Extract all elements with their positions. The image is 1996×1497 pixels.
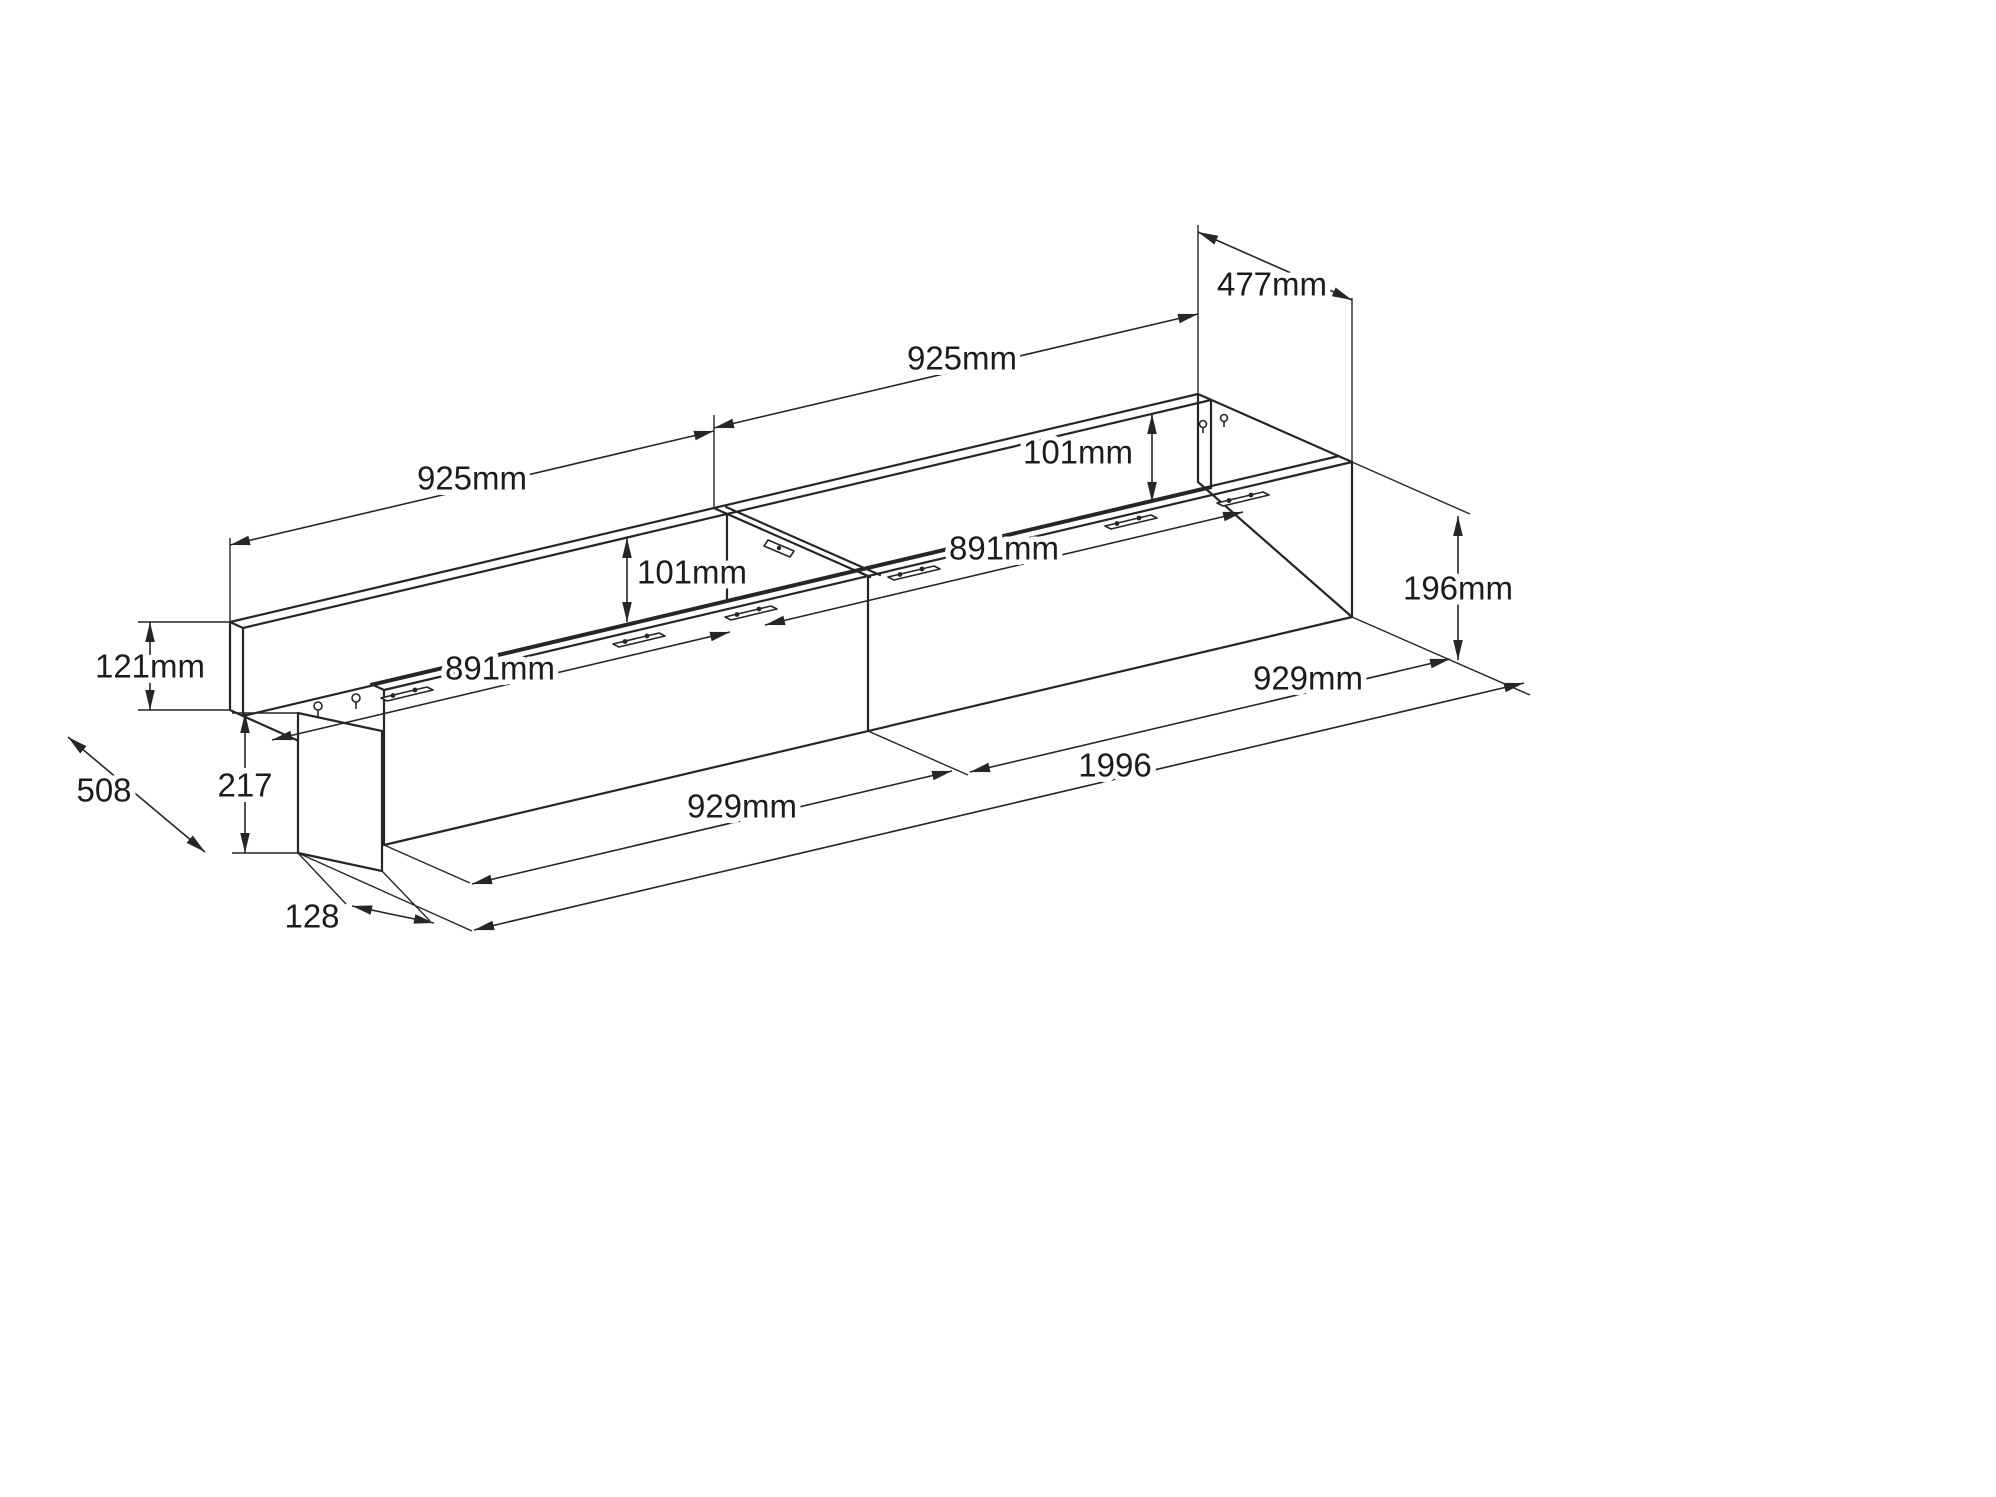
dimension-lines [67,231,1525,931]
screw-hole [644,633,650,639]
dim-line-overall-length [473,682,1525,931]
dim-line-panel-depth [351,905,435,924]
dim-line-front-right [969,658,1451,773]
centre-seam [712,505,882,733]
dim-line-overall-depth [67,736,206,853]
keyhole-fitting [313,701,323,711]
screw-hole [390,693,396,698]
right-end-face [1196,392,1354,619]
dim-line-inner-right [764,511,1244,626]
left-end-face [228,620,245,718]
dim-label-offset-right: 101mm [1023,434,1133,471]
dim-label-overall-depth: 508 [76,772,131,809]
dim-label-depth-right: 477mm [1217,266,1327,303]
dim-line-length-top-left [229,430,715,546]
dim-label-inner-length-left: 891mm [445,650,555,687]
keyhole-fitting [1198,419,1208,429]
dim-line-depth-right [1197,231,1353,301]
keyhole-fitting [351,693,361,703]
screw-hole [622,639,628,644]
dim-label-length-top-right: 925mm [907,340,1017,377]
dim-label-overall-length: 1996 [1078,747,1151,784]
dim-label-end-panel-height: 217 [217,767,272,804]
screw-hole [412,687,418,693]
screw-hole [1248,492,1254,498]
end-panel [296,711,384,873]
dimension-labels: 477mm 925mm 925mm 101mm 101mm 891mm 891m… [71,260,1519,940]
dim-label-end-panel-depth: 128 [284,898,339,935]
screw-hole [1226,498,1232,503]
dim-label-front-height-right: 196mm [1403,570,1513,607]
bracket-plate [1104,514,1158,530]
screw-hole [756,606,762,612]
screw-hole [776,545,782,551]
dim-label-offset-left: 101mm [637,554,747,591]
screw-hole [734,612,740,617]
dim-line-length-top-right [713,313,1199,429]
screw-hole [897,572,903,577]
bracket-plate [1216,491,1270,507]
dim-label-front-length-right: 929mm [1253,660,1363,697]
screw-hole [919,566,925,572]
dim-label-inner-length-right: 891mm [949,530,1059,567]
screw-hole [1114,521,1120,526]
screw-hole [1136,515,1142,521]
dim-label-length-top-left: 925mm [417,460,527,497]
dim-label-rail-height-left: 121mm [95,648,205,685]
keyhole-fitting [1219,413,1229,423]
dim-label-front-length-left: 929mm [687,788,797,825]
bracket-plate [887,565,941,581]
